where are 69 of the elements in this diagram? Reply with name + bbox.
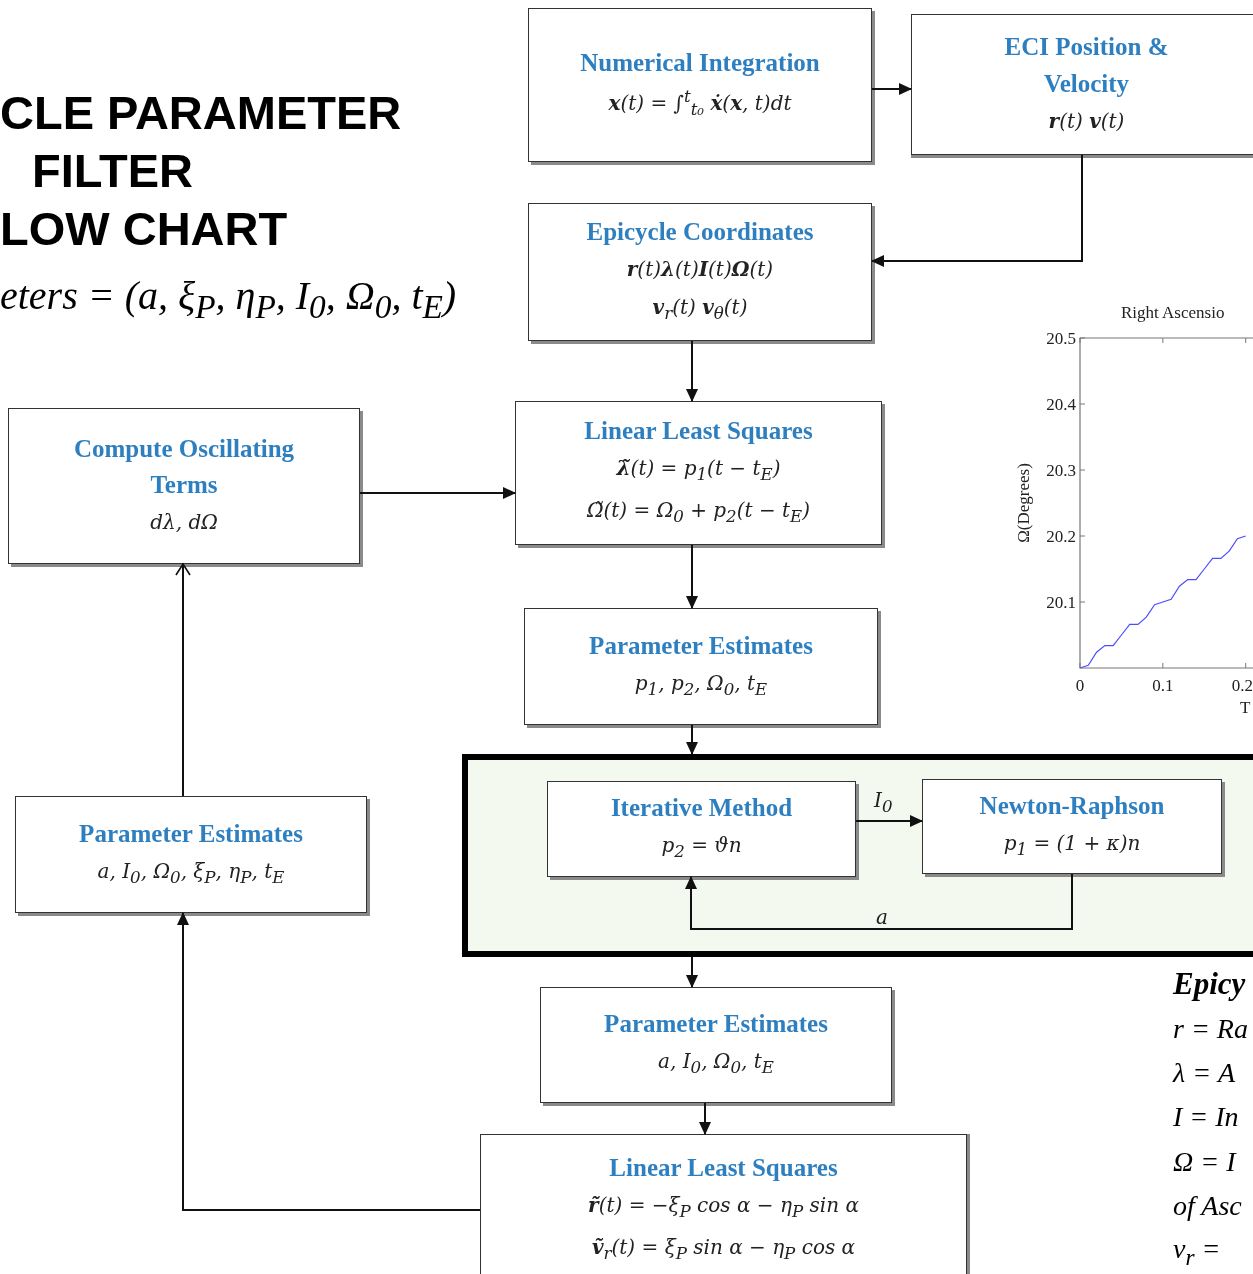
- equation: p$_{1}$, p$_{2}$, Ω$_{0}$, t$_{E}$: [634, 669, 768, 701]
- definition-text: v$_{r}$ =: [1173, 1233, 1221, 1271]
- diagram-title: CLE PARAMETER FILTER LOW CHART: [0, 85, 402, 257]
- arrow: [686, 956, 698, 988]
- equation: x(t) = ∫$^{t}$$_{t₀}$ ẋ(x, t)dt: [608, 85, 792, 121]
- definition-text: I = In: [1173, 1101, 1239, 1133]
- equation: r(t) v(t): [1048, 107, 1125, 135]
- equation: r(t)λ(t)I(t)Ω(t): [626, 256, 774, 284]
- arrow: [871, 154, 1083, 267]
- arrow: [699, 1102, 711, 1135]
- equation: a, I$_{0}$, Ω$_{0}$, ξ$_{P}$, η$_{P}$, t$_{E}$: [97, 857, 285, 889]
- definition-text: r = Ra: [1173, 1013, 1248, 1045]
- axis-label: Ω(Degrees): [1014, 463, 1033, 543]
- process-box: [515, 401, 882, 545]
- arrow: [175, 563, 191, 797]
- process-box: [15, 796, 367, 913]
- equation: a, I$_{0}$, Ω$_{0}$, t$_{E}$: [658, 1048, 774, 1080]
- box-heading: Parameter Estimates: [604, 1009, 828, 1040]
- equation: r̃(t) = −ξ$_{P}$ cos α − η$_{P}$ sin α: [588, 1191, 859, 1223]
- equation: Ω̃(t) = Ω$_{0}$ + p$_{2}$(t − t$_{E}$): [586, 497, 811, 529]
- box-heading: Parameter Estimates: [589, 630, 813, 661]
- process-box: [540, 987, 892, 1103]
- box-heading: Parameter Estimates: [79, 818, 303, 849]
- arrow: [177, 912, 481, 1211]
- box-heading: Epicycle Coordinates: [586, 217, 814, 248]
- box-heading: Newton-Raphson: [979, 790, 1165, 821]
- box-heading: Iterative Method: [610, 793, 793, 824]
- legend-heading: Epicy: [1173, 966, 1246, 1002]
- tick-label: 0.2: [1231, 676, 1253, 695]
- arrow: [686, 544, 698, 609]
- equation: p$_{1}$ = (1 + κ)n: [1003, 829, 1141, 861]
- tick-label: 20.2: [1046, 527, 1076, 546]
- parameter-formula: eters = (a, ξ$_{P}$, η$_{P}$, I$_{0}$, Ω$_{0}$, t$_{E}$): [0, 272, 457, 326]
- tick-label: 0: [1075, 676, 1085, 695]
- axis-label: T: [1240, 698, 1251, 717]
- box-heading: Numerical Integration: [580, 47, 820, 78]
- arrow: [685, 873, 1073, 930]
- equation: ṽ$_{r}$(t) = ξ$_{P}$ sin α − η$_{P}$ cos α: [591, 1233, 856, 1265]
- loop-panel: [462, 754, 1253, 957]
- tick-label: 20.3: [1046, 461, 1076, 480]
- process-box: [528, 203, 872, 341]
- process-box: [524, 608, 878, 725]
- process-box: [922, 779, 1222, 874]
- definition-text: Ω = I: [1173, 1146, 1236, 1178]
- arrow: [871, 83, 912, 95]
- box-heading: ECI Position & Velocity: [1003, 32, 1170, 99]
- equation: p$_{2}$ = ϑn: [661, 832, 742, 864]
- chart-title: Right Ascensio: [1121, 303, 1225, 322]
- process-box: [528, 8, 872, 162]
- definition-text: λ = A: [1173, 1057, 1236, 1089]
- arrow: [686, 340, 698, 402]
- equation: λ̃(t) = p$_{1}$(t − t$_{E}$): [616, 455, 781, 487]
- tick-label: 20.1: [1046, 593, 1076, 612]
- arrow: [359, 487, 516, 499]
- arrow: [855, 815, 923, 827]
- equation: dλ, dΩ: [150, 509, 218, 537]
- definition-text: of Asc: [1173, 1190, 1242, 1222]
- tick-label: 0.1: [1152, 676, 1174, 695]
- arrow: [686, 724, 698, 755]
- tick-label: 20.4: [1046, 395, 1076, 414]
- tick-label: 20.5: [1046, 329, 1076, 348]
- process-box: [547, 781, 856, 877]
- process-box: [8, 408, 360, 564]
- process-box: [480, 1134, 967, 1274]
- box-heading: Compute Oscillating Terms: [72, 433, 296, 500]
- box-heading: Linear Least Squares: [609, 1152, 838, 1183]
- equation: v$_{r}$(t) v$_{θ}$(t): [652, 294, 748, 326]
- box-heading: Linear Least Squares: [584, 416, 813, 447]
- process-box: [911, 14, 1253, 155]
